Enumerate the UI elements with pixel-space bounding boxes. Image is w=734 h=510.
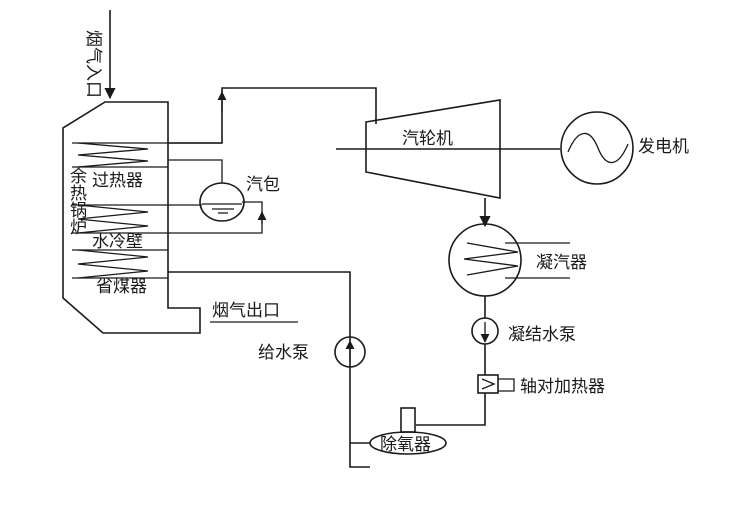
- drum-circulation-loop: [215, 201, 263, 234]
- flue-gas-inlet-label: 烟气入口: [83, 30, 103, 98]
- hrsg-label: 余热锅炉: [18, 167, 87, 235]
- condenser-label: 凝汽器: [536, 253, 587, 273]
- gland-heater: [477, 374, 499, 394]
- condenser: [448, 223, 522, 297]
- water-wall-coil: [77, 204, 149, 234]
- gland-heater-coil: [481, 378, 496, 390]
- deaerator-label: 除氧器: [380, 435, 431, 455]
- condensate-pump-label: 凝结水泵: [508, 325, 576, 345]
- feed-pump-label: 给水泵: [258, 343, 309, 363]
- feedwater-suction: [349, 442, 370, 468]
- generator-sine: [567, 132, 629, 164]
- gland-heater-pipe: [498, 378, 515, 392]
- main-steam-pipe: [168, 87, 377, 144]
- economizer-label: 省煤器: [96, 277, 147, 297]
- steam-drum: [199, 182, 245, 222]
- superheater-label: 过热器: [92, 171, 143, 191]
- superheater-coil: [77, 142, 149, 168]
- economizer-coil: [77, 249, 149, 279]
- feedwater-pipe: [168, 271, 351, 443]
- deaerator-column: [400, 407, 416, 433]
- turbine-label: 汽轮机: [402, 129, 453, 149]
- gland-heater-label: 轴对加热器: [520, 377, 605, 397]
- steam-drum-label: 汽包: [246, 175, 280, 195]
- flue-gas-outlet-label: 烟气出口: [212, 301, 280, 321]
- generator-label: 发电机: [638, 137, 689, 157]
- condensate-line-3: [416, 393, 486, 426]
- feed-pump: [334, 336, 366, 368]
- generator: [560, 111, 634, 185]
- water-wall-label: 水冷壁: [92, 232, 143, 252]
- drum-steam-riser: [168, 159, 223, 183]
- condenser-coil: [463, 242, 519, 276]
- steam-turbine: [365, 99, 501, 199]
- hrsg-casing: [62, 101, 201, 334]
